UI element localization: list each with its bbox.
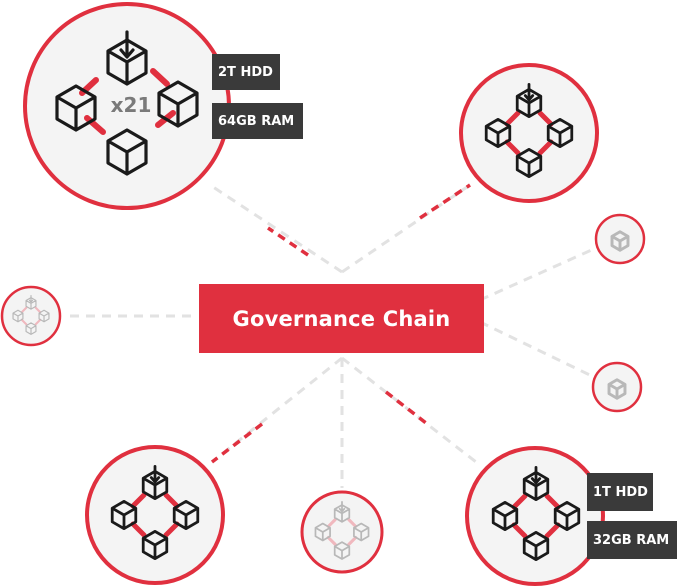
connector-bottom-left — [211, 356, 343, 464]
node-far-right-upper-circle — [594, 213, 646, 265]
secondary-storage-tag: 1T HDD — [587, 473, 653, 511]
node-far-right-lower — [591, 361, 643, 413]
node-top-right — [459, 63, 599, 203]
active-connectors — [210, 183, 471, 464]
node-far-right-upper — [594, 213, 646, 265]
primary-memory-tag: 64GB RAM — [212, 103, 303, 139]
secondary-storage-label: 1T HDD — [593, 484, 648, 500]
node-bottom-left — [85, 445, 225, 585]
active-connector-bottom-left — [210, 422, 264, 464]
node-top-right-circle — [459, 63, 599, 203]
governance-chain-node: Governance Chain — [199, 284, 484, 353]
secondary-memory-tag: 32GB RAM — [587, 521, 677, 559]
primary-memory-label: 64GB RAM — [218, 113, 295, 129]
active-connector-top-right — [419, 183, 471, 220]
connector-primary — [209, 183, 343, 274]
connector-far-right-upper — [479, 246, 597, 302]
primary-node: x21 — [23, 2, 231, 210]
node-bottom-right-circle — [465, 446, 605, 586]
node-left — [0, 285, 62, 347]
primary-storage-tag: 2T HDD — [212, 54, 280, 90]
node-far-right-lower-circle — [591, 361, 643, 413]
primary-node-multiplier: x21 — [111, 93, 152, 117]
secondary-memory-label: 32GB RAM — [593, 532, 670, 548]
connector-top-right — [341, 183, 471, 274]
node-bottom-left-circle — [85, 445, 225, 585]
primary-storage-label: 2T HDD — [218, 64, 273, 80]
active-connector-primary — [267, 226, 309, 257]
node-bottom-center-circle — [300, 490, 384, 574]
active-connector-bottom-right — [384, 390, 428, 425]
node-left-circle — [0, 285, 62, 347]
node-bottom-right — [465, 446, 605, 586]
governance-chain-label: Governance Chain — [232, 306, 451, 331]
connector-far-right-lower — [479, 320, 597, 380]
node-bottom-center — [300, 490, 384, 574]
